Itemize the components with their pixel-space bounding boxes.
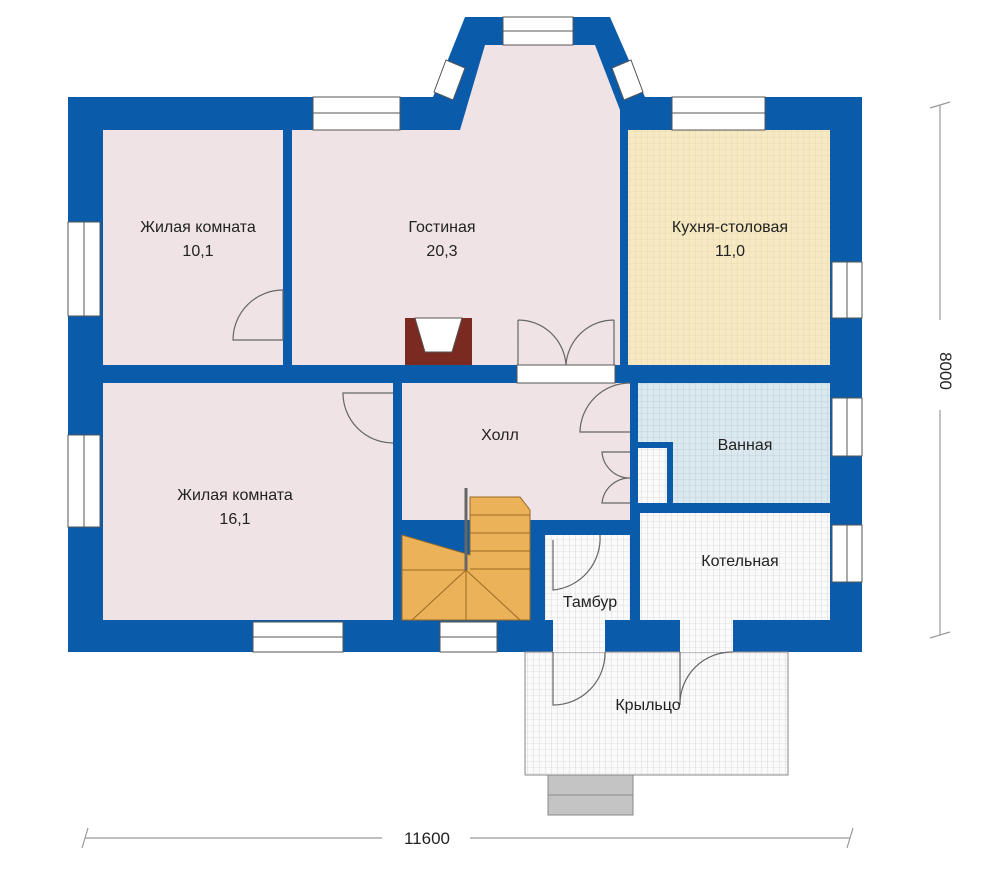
dimension-width — [81, 827, 854, 849]
room-label: Жилая комната — [140, 219, 256, 236]
room-label: Ванная — [718, 437, 773, 454]
doors — [232, 289, 734, 706]
room-bedroom-1 — [103, 130, 283, 365]
room-area: 11,0 — [715, 243, 745, 260]
room-living — [292, 45, 620, 365]
room-area: 16,1 — [219, 511, 250, 528]
staircase — [401, 488, 531, 621]
room-label: Холл — [481, 427, 519, 444]
room-kitchen — [628, 130, 830, 365]
room-vestibule — [545, 535, 630, 620]
windows — [67, 16, 863, 653]
dimension-width-label: 11600 — [404, 829, 450, 848]
room-label: Тамбур — [563, 594, 617, 611]
room-label: Котельная — [701, 553, 778, 570]
room-label: Гостиная — [408, 219, 475, 236]
fireplace — [405, 317, 472, 365]
room-bedroom-2 — [103, 383, 393, 620]
room-area: 20,3 — [426, 243, 457, 260]
dimension-depth-label: 8000 — [936, 352, 955, 390]
room-label: Крыльцо — [615, 697, 680, 714]
room-label: Кухня-столовая — [672, 219, 788, 236]
room-label: Жилая комната — [177, 487, 293, 504]
dimension-depth — [929, 101, 951, 639]
porch — [524, 651, 789, 776]
room-boiler — [640, 513, 830, 620]
room-area: 10,1 — [182, 243, 213, 260]
